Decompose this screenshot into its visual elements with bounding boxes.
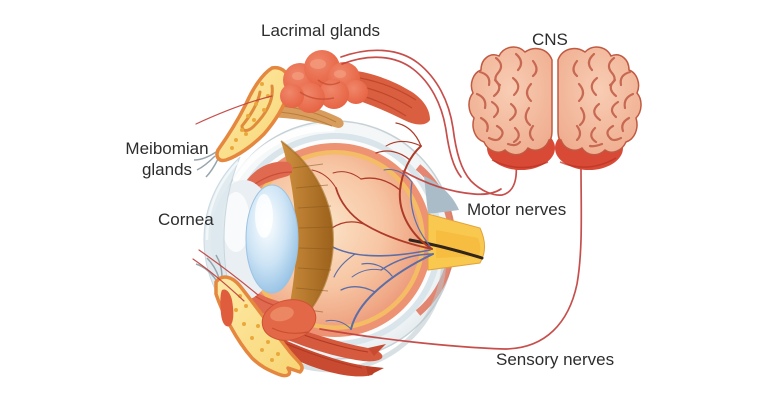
upper-lid-fold	[240, 84, 274, 132]
lacrimal-gland	[280, 50, 368, 113]
nerve-twigs	[192, 95, 273, 302]
cerebellum-crease-left	[491, 159, 549, 169]
iris-ciliary-crescent	[281, 141, 333, 339]
brain-illustration	[468, 46, 642, 170]
muscle-tip-2	[366, 366, 384, 376]
upper-eyelashes	[193, 151, 219, 178]
ciliary-fiber-top	[251, 171, 293, 187]
lower-lid-duct	[220, 289, 234, 327]
motor-nerve-path-2	[341, 56, 462, 178]
optic-sheath-wedge	[424, 176, 459, 214]
brain-gyri	[475, 52, 635, 148]
nerve-lines	[192, 49, 583, 350]
motor-nerves-label: Motor nerves	[467, 200, 567, 219]
cornea-label: Cornea	[158, 210, 214, 229]
left-hemisphere	[468, 46, 553, 156]
vitreous-body	[249, 154, 421, 326]
motor-nerve-path	[340, 49, 518, 196]
cornea-highlight	[205, 161, 239, 241]
gland-highlights	[292, 59, 346, 80]
meibomian-glands-label-line1: Meibomian	[125, 139, 209, 158]
zonule-striations	[292, 163, 334, 313]
upper-meibomian-gland-dots	[230, 82, 270, 150]
muscle-tip-1	[368, 344, 386, 356]
chamber-highlight	[222, 192, 250, 252]
sensory-nerves-label: Sensory nerves	[496, 350, 615, 369]
meibomian-glands-label-line2: glands	[141, 160, 193, 179]
lacrimal-glands-label: Lacrimal glands	[261, 21, 381, 40]
sensory-nerve-path	[319, 167, 583, 350]
lower-meibomian-gland-dots	[234, 294, 280, 362]
inferior-oblique-section	[261, 299, 317, 341]
lower-eyelid	[195, 254, 304, 378]
meibomian-glands-label: Meibomian glands	[116, 138, 218, 180]
retinal-arteries	[311, 122, 433, 250]
sclera-top-highlight	[232, 124, 336, 182]
right-hemisphere	[557, 46, 642, 156]
cerebellum-crease-right	[559, 157, 617, 168]
lens-highlight	[255, 194, 273, 238]
optic-nerve-core	[436, 230, 481, 258]
lens	[245, 184, 299, 294]
gland-creases	[299, 79, 341, 100]
central-retinal-vessel	[408, 238, 484, 260]
cns-label: CNS	[532, 30, 568, 49]
inferior-oblique-muscle	[268, 336, 374, 377]
motor-nerve-eye-branch	[402, 170, 502, 196]
